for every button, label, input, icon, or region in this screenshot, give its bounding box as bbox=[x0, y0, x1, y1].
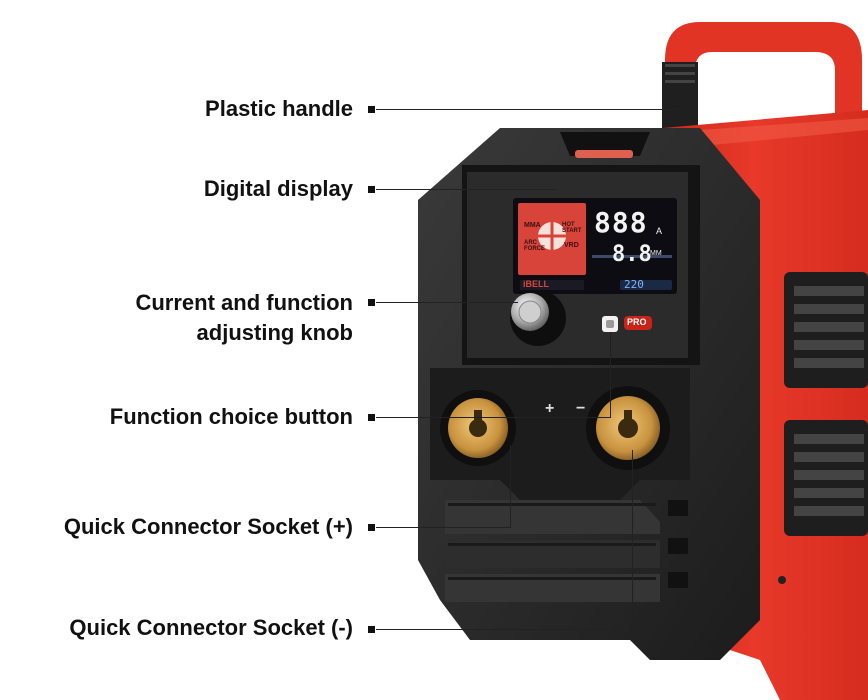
leader-socket-minus bbox=[376, 629, 632, 630]
leader-function-button bbox=[376, 417, 610, 418]
socket-panel bbox=[430, 368, 690, 500]
bullet-socket-plus bbox=[368, 524, 375, 531]
front-vents bbox=[445, 500, 688, 602]
pro-badge: PRO bbox=[627, 317, 647, 327]
leader-adjusting-knob bbox=[376, 302, 518, 303]
label-adjusting-knob: Current and function adjusting knob bbox=[135, 290, 353, 345]
leader-socket-minus-vertical bbox=[632, 450, 633, 630]
adjusting-knob-shape bbox=[510, 290, 566, 346]
label-socket-minus: Quick Connector Socket (-) bbox=[69, 615, 353, 640]
voltage-readout: 8.8 bbox=[612, 242, 652, 267]
mode-vrd: VRD bbox=[564, 242, 579, 249]
side-vent-upper bbox=[784, 272, 868, 388]
leader-plastic-handle bbox=[376, 109, 676, 110]
label-plastic-handle: Plastic handle bbox=[205, 96, 353, 121]
plus-sign: + bbox=[545, 400, 555, 417]
leader-socket-plus bbox=[376, 527, 510, 528]
leader-socket-plus-vertical bbox=[510, 445, 511, 528]
label-digital-display: Digital display bbox=[203, 176, 353, 201]
bullet-function-button bbox=[368, 414, 375, 421]
label-socket-plus: Quick Connector Socket (+) bbox=[63, 514, 353, 539]
bullet-adjusting-knob bbox=[368, 299, 375, 306]
voltage-unit: MM bbox=[650, 250, 662, 257]
mode-arc-force: ARC FORCE bbox=[524, 240, 545, 252]
lcd-screen bbox=[513, 198, 677, 294]
side-vent-lower bbox=[784, 420, 868, 536]
mode-mma: MMA bbox=[524, 222, 541, 229]
input-voltage: 220 bbox=[624, 278, 644, 291]
label-function-button: Function choice button bbox=[109, 404, 353, 429]
bullet-digital-display bbox=[368, 186, 375, 193]
leader-function-button-vertical bbox=[610, 332, 611, 418]
minus-sign: − bbox=[576, 400, 586, 417]
leader-digital-display bbox=[376, 189, 556, 190]
bullet-socket-minus bbox=[368, 626, 375, 633]
current-readout: 888 bbox=[594, 206, 648, 239]
bullet-plastic-handle bbox=[368, 106, 375, 113]
function-button-shape bbox=[602, 316, 652, 332]
mode-hot-start: HOT START bbox=[562, 222, 582, 234]
current-unit: A bbox=[656, 226, 663, 236]
brand-label: iBELL bbox=[523, 279, 549, 289]
